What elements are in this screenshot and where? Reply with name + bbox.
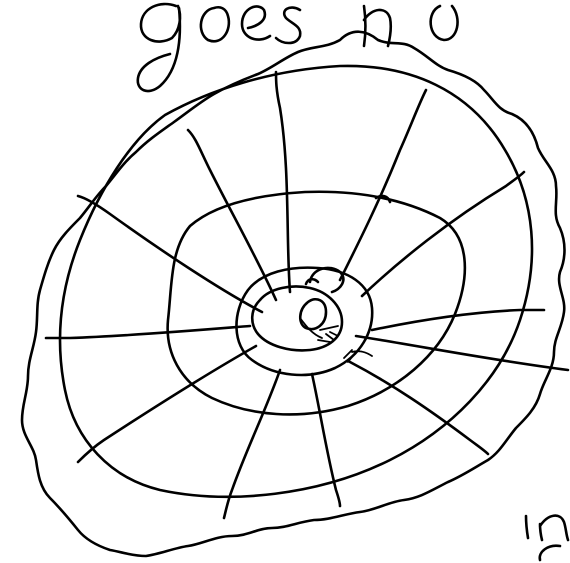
innermost-ring: [252, 287, 342, 351]
top-handwriting: [138, 4, 458, 91]
wavy-outer-outline: [22, 32, 565, 556]
middle-ring: [168, 192, 465, 415]
pointer-line: [356, 336, 568, 370]
bottom-handwriting: [526, 516, 568, 560]
inner-ring: [236, 268, 372, 375]
radial-lines: [46, 72, 544, 518]
